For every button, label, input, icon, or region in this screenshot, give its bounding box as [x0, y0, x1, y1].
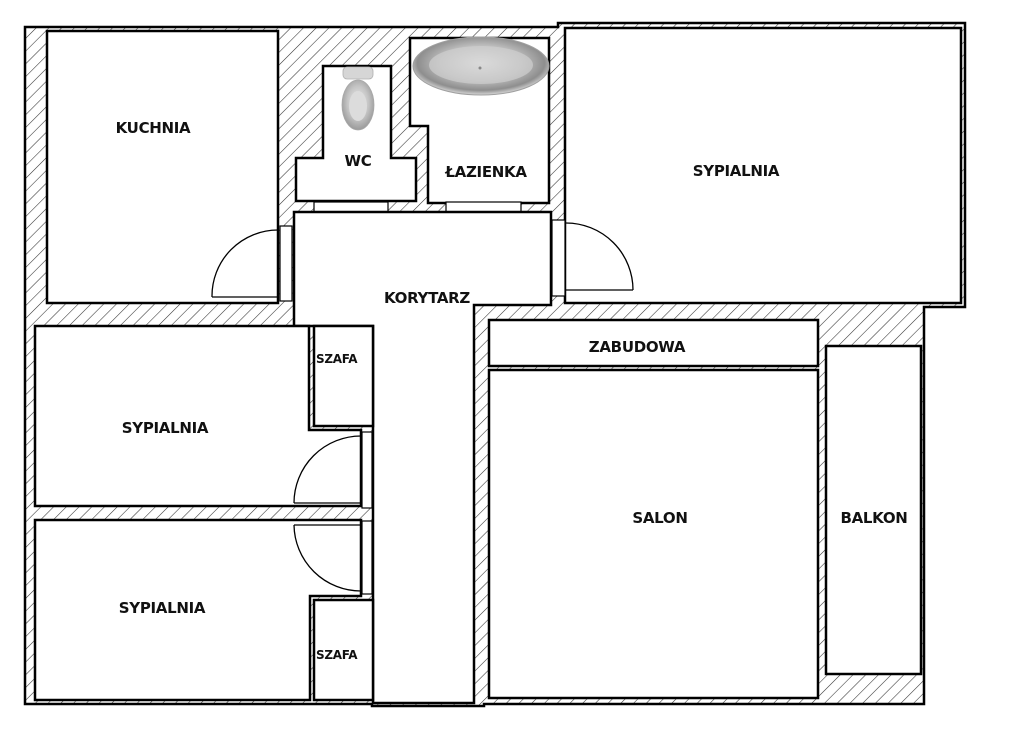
- room-living-room: SALON: [487, 368, 820, 700]
- balcony-label: BALKON: [840, 509, 907, 527]
- room-bathroom: ŁAZIENKA: [408, 36, 551, 281]
- corridor-label: KORYTARZ: [384, 289, 470, 307]
- built-in-label: ZABUDOWA: [589, 338, 686, 356]
- toilet-icon: [341, 66, 375, 131]
- kitchen-door-frame: [279, 225, 293, 302]
- room-wardrobe-top: SZAFA: [312, 324, 375, 428]
- bathtub-icon: [412, 36, 550, 96]
- kitchen-label: KUCHNIA: [116, 119, 191, 137]
- wardrobe-bottom-label: SZAFA: [316, 648, 358, 662]
- room-kitchen: KUCHNIA: [45, 29, 293, 305]
- kitchen-door-swing: [211, 229, 279, 298]
- bedroom-left-bottom-label: SYPIALNIA: [119, 599, 206, 617]
- room-wc: WC: [294, 64, 418, 281]
- wardrobe-top-label: SZAFA: [316, 352, 358, 366]
- room-built-in: ZABUDOWA: [487, 318, 820, 368]
- bedroom-left-top-label: SYPIALNIA: [122, 419, 209, 437]
- room-bedroom-left-bottom: SYPIALNIA: [33, 518, 373, 702]
- room-balcony: BALKON: [824, 344, 923, 676]
- room-bedroom-left-top: SYPIALNIA: [33, 324, 373, 509]
- bedroom-left-bottom-door-swing: [293, 524, 362, 592]
- wc-label: WC: [345, 152, 372, 170]
- bedroom-left-top-door-swing: [293, 435, 362, 504]
- room-bedroom-main: SYPIALNIA: [551, 26, 963, 305]
- living-room-label: SALON: [632, 509, 687, 527]
- bathroom-label: ŁAZIENKA: [444, 163, 527, 181]
- room-wardrobe-bottom: SZAFA: [312, 598, 375, 702]
- bedroom-main-door-swing: [565, 222, 634, 291]
- bedroom-main-label: SYPIALNIA: [693, 162, 780, 180]
